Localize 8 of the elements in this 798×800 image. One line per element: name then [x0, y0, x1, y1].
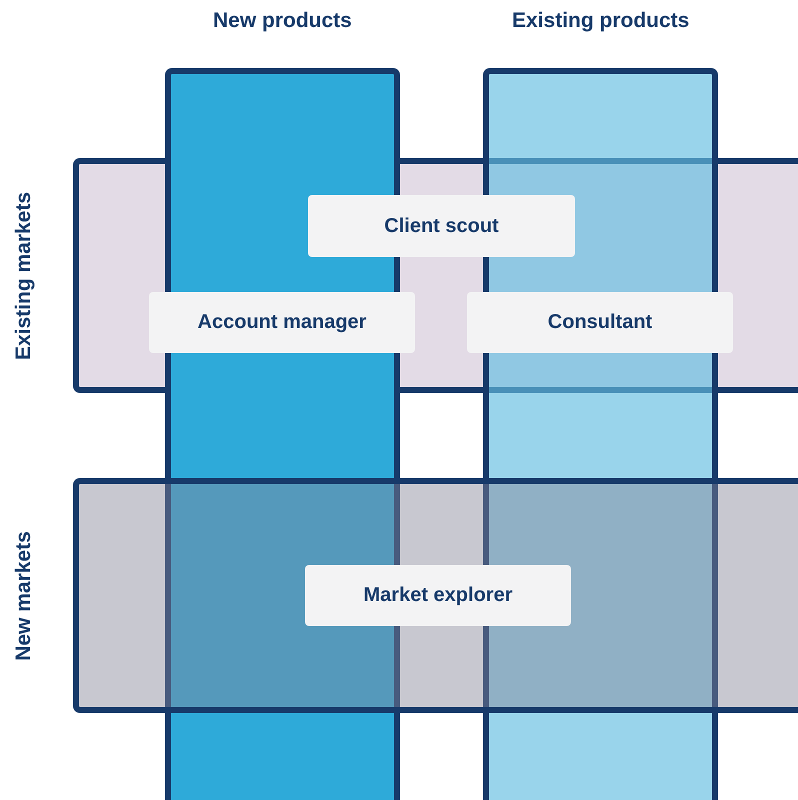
- role-label: Consultant: [467, 292, 733, 353]
- row-heading: New markets: [12, 530, 36, 660]
- role-label: Market explorer: [305, 565, 571, 626]
- column-heading: Existing products: [512, 9, 690, 33]
- role-label: Client scout: [308, 195, 575, 257]
- column-heading: New products: [213, 9, 352, 33]
- row-heading: Existing markets: [12, 191, 36, 360]
- role-label: Account manager: [149, 292, 415, 353]
